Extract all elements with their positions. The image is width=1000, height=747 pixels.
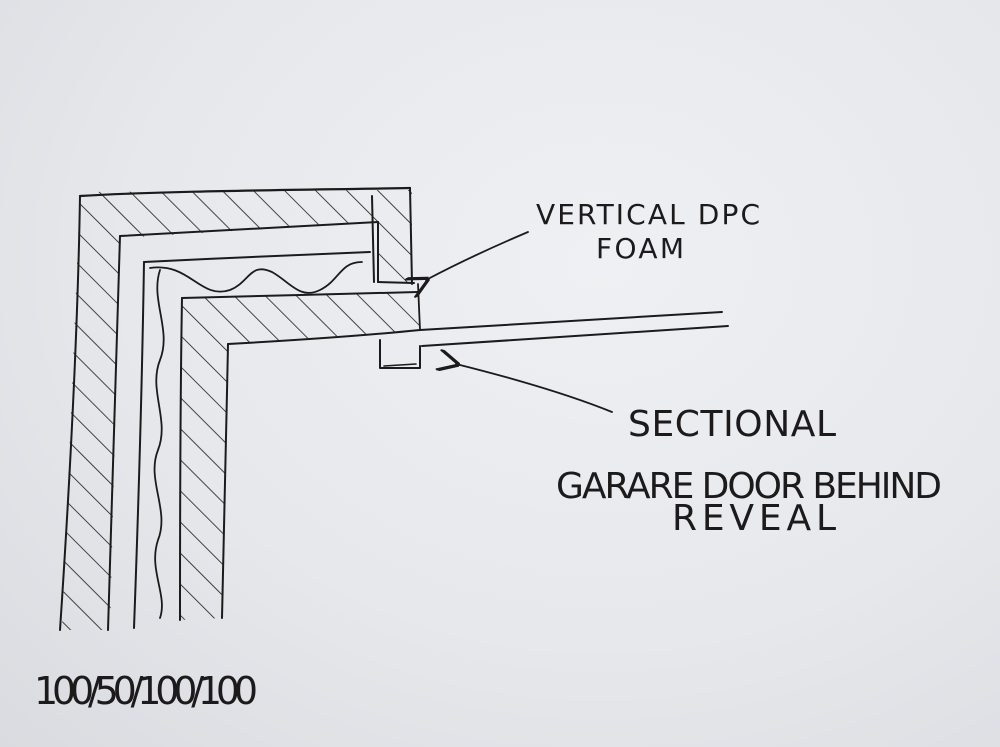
door-label-line1: SECTIONAL (628, 404, 838, 445)
dpc-leader-arrow (426, 231, 529, 280)
door-label-line3: REVEAL (672, 498, 838, 539)
sectional-door-profile (379, 339, 421, 369)
door-leader-arrow (456, 364, 613, 413)
outer-brick-leaf (59, 186, 413, 631)
inner-block-leaf (179, 291, 421, 621)
dpc-label-line1: VERTICAL DPC (536, 198, 762, 231)
door-label-line2: GARARE DOOR BEHIND (556, 466, 944, 507)
dpc-label-line2: FOAM (596, 232, 686, 265)
dimensions-label: 100/50/100/100 (34, 669, 260, 713)
cavity-insulation (133, 251, 371, 629)
garage-door-head (419, 311, 729, 347)
